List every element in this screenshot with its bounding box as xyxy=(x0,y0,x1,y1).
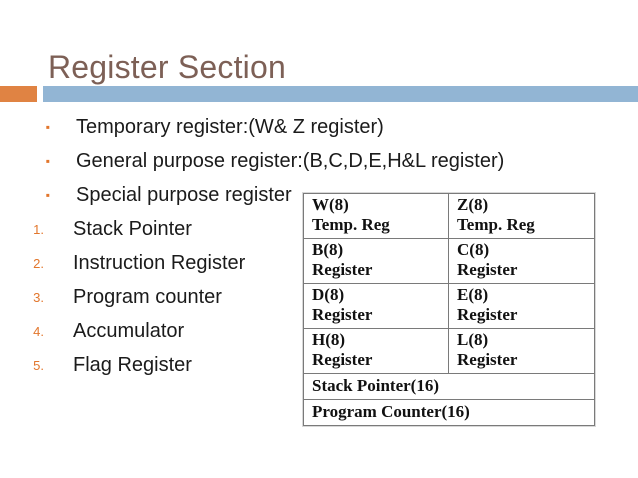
list-item-label: Temporary register:(W& Z register) xyxy=(76,116,384,138)
table-cell-line: Register xyxy=(457,260,518,279)
page-title: Register Section xyxy=(48,49,286,86)
list-item: 1. Stack Pointer xyxy=(0,212,638,246)
list-number-marker: 3. xyxy=(33,289,44,305)
divider-accent-blue xyxy=(43,86,638,102)
table-cell-line: Register xyxy=(457,350,518,369)
list-item-label: Flag Register xyxy=(73,354,192,376)
table-cell-line: Z(8) xyxy=(457,195,489,214)
divider-accent-orange xyxy=(0,86,37,102)
list-item: ▪ Special purpose register xyxy=(0,178,638,212)
table-cell-line: B(8) xyxy=(312,240,344,259)
list-item-label: Stack Pointer xyxy=(73,218,192,240)
table-cell-line: Program Counter(16) xyxy=(312,402,470,421)
table-cell: B(8)Register xyxy=(304,239,449,283)
table-cell-line: L(8) xyxy=(457,330,489,349)
table-cell-line: Register xyxy=(457,305,518,324)
list-item: 2. Instruction Register xyxy=(0,246,638,280)
table-cell: C(8)Register xyxy=(449,239,594,283)
list-number-marker: 5. xyxy=(33,357,44,373)
list-item: 3. Program counter xyxy=(0,280,638,314)
list-item: ▪ General purpose register:(B,C,D,E,H&L r… xyxy=(0,144,638,178)
table-cell-line: Register xyxy=(312,260,373,279)
list-item-label: Special purpose register xyxy=(76,184,292,206)
list-item-label: Instruction Register xyxy=(73,252,246,274)
table-cell: Z(8)Temp. Reg xyxy=(449,194,594,238)
table-cell-line: D(8) xyxy=(312,285,345,304)
table-row: Program Counter(16) xyxy=(304,400,594,425)
table-cell: H(8)Register xyxy=(304,329,449,373)
list-item: 5. Flag Register xyxy=(0,348,638,382)
list-number-marker: 1. xyxy=(33,221,44,237)
table-cell: Stack Pointer(16) xyxy=(304,374,594,399)
table-cell-line: W(8) xyxy=(312,195,349,214)
list-item: 4. Accumulator xyxy=(0,314,638,348)
table-row: Stack Pointer(16) xyxy=(304,374,594,400)
table-cell-line: E(8) xyxy=(457,285,489,304)
table-cell-line: Temp. Reg xyxy=(312,215,390,234)
table-cell-line: Register xyxy=(312,350,373,369)
table-cell-line: H(8) xyxy=(312,330,346,349)
table-cell: W(8)Temp. Reg xyxy=(304,194,449,238)
table-cell: D(8)Register xyxy=(304,284,449,328)
table-cell-line: C(8) xyxy=(457,240,490,259)
table-cell-line: Register xyxy=(312,305,373,324)
list-item-label: General purpose register:(B,C,D,E,H&L re… xyxy=(76,150,505,172)
list-number-marker: 4. xyxy=(33,323,44,339)
bullet-marker-icon: ▪ xyxy=(45,154,50,168)
list-item-label: Accumulator xyxy=(73,320,185,342)
list-number-marker: 2. xyxy=(33,255,44,271)
table-cell-line: Stack Pointer(16) xyxy=(312,376,440,395)
bullet-marker-icon: ▪ xyxy=(45,188,50,202)
table-cell-line: Temp. Reg xyxy=(457,215,535,234)
bullet-list: ▪ Temporary register:(W& Z register) ▪ Gene… xyxy=(0,110,638,382)
table-cell: Program Counter(16) xyxy=(304,400,594,425)
table-cell: E(8)Register xyxy=(449,284,594,328)
list-item-label: Program counter xyxy=(73,286,222,308)
list-item: ▪ Temporary register:(W& Z register) xyxy=(0,110,638,144)
bullet-marker-icon: ▪ xyxy=(45,120,50,134)
table-cell: L(8)Register xyxy=(449,329,594,373)
